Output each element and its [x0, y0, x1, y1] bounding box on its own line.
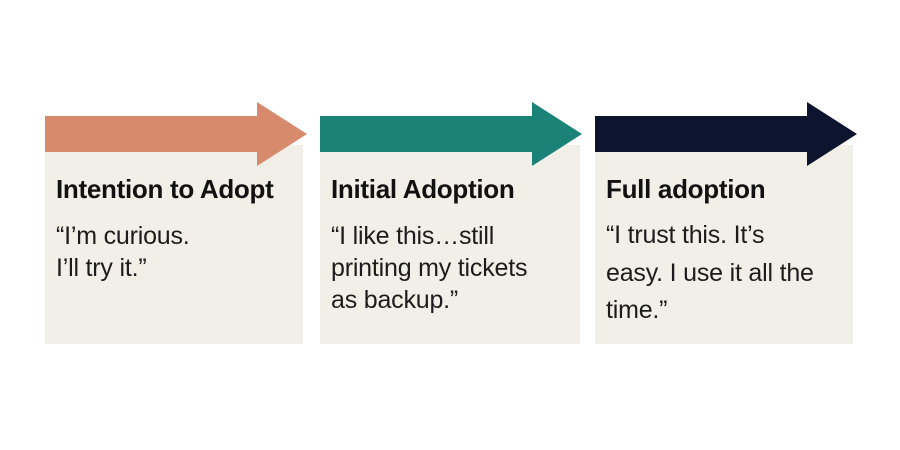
right-arrow-icon [45, 102, 307, 166]
stage-title-initial-adoption: Initial Adoption [331, 174, 515, 204]
stage-title-intention-to-adopt: Intention to Adopt [56, 174, 274, 204]
stage-card-intention-to-adopt: Intention to Adopt “I’m curious. I’ll tr… [45, 102, 307, 344]
stage-card-full-adoption: Full adoption “I trust this. It’s easy. … [595, 102, 857, 344]
right-arrow-shape [320, 102, 582, 166]
right-arrow-icon [320, 102, 582, 166]
stage-quote-intention-to-adopt: “I’m curious. I’ll try it.” [56, 222, 190, 283]
right-arrow-shape [45, 102, 307, 166]
stage-title-full-adoption: Full adoption [606, 174, 766, 204]
stage-quote-full-adoption: “I trust this. It’s easy. I use it all t… [606, 221, 814, 325]
stage-quote-initial-adoption: “I like this…still printing my tickets a… [331, 222, 528, 315]
right-arrow-shape [595, 102, 857, 166]
stage-card-initial-adoption: Initial Adoption “I like this…still prin… [320, 102, 582, 344]
right-arrow-icon [595, 102, 857, 166]
